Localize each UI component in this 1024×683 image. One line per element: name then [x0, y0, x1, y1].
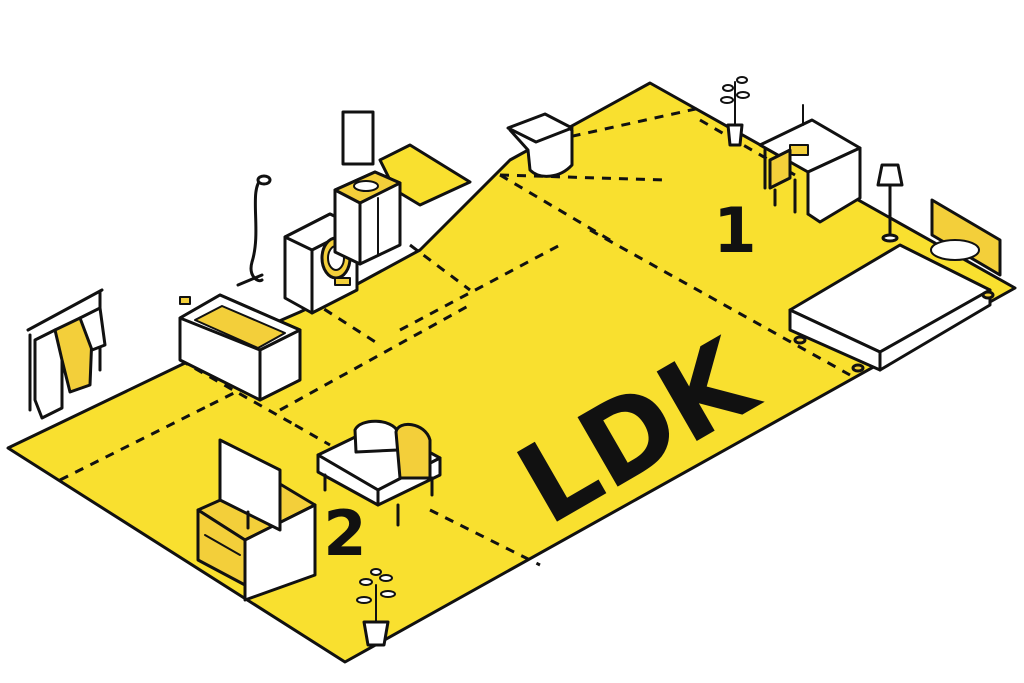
bathtub-icon — [178, 293, 302, 402]
clothes-rack-icon — [26, 288, 107, 420]
shower-icon — [236, 174, 272, 287]
plant-icon — [720, 76, 750, 147]
room-number-1: 1 — [713, 194, 756, 267]
bed-icon — [788, 198, 1002, 373]
potted-plant-icon — [356, 568, 396, 647]
floor-plate — [6, 81, 1017, 664]
floor-lamp-icon — [876, 163, 904, 243]
tv-icon — [218, 438, 282, 532]
vanity-sink-icon — [333, 110, 402, 266]
chair-icon — [768, 148, 797, 214]
room-number-2: 2 — [323, 497, 366, 570]
sofa-icon — [316, 419, 442, 527]
toilet-icon — [506, 112, 574, 178]
